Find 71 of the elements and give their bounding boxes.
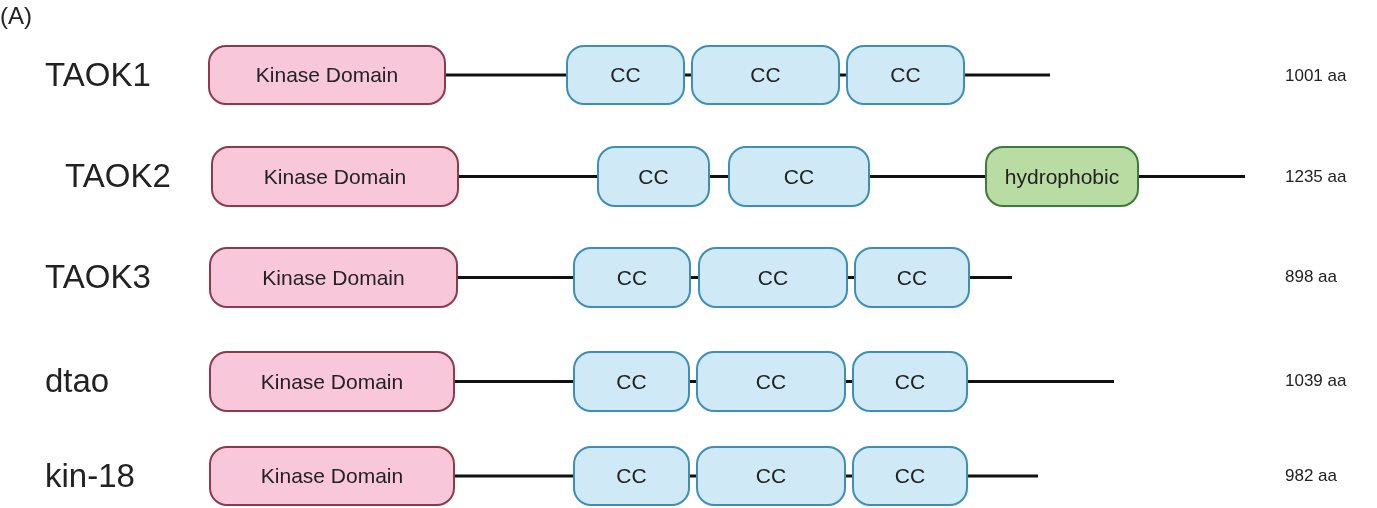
linker-line bbox=[840, 73, 846, 77]
linker-line bbox=[848, 276, 854, 279]
domain-label: CC bbox=[890, 63, 921, 87]
kinase-domain-box bbox=[211, 146, 459, 207]
domain-label: CC bbox=[610, 63, 641, 87]
coiled-coil-box bbox=[573, 247, 691, 308]
linker-line bbox=[1139, 175, 1245, 178]
linker-line bbox=[968, 474, 1038, 478]
linker-line bbox=[459, 175, 597, 178]
coiled-coil-box bbox=[691, 45, 840, 105]
linker-line bbox=[965, 73, 1050, 77]
domain-label: Kinase Domain bbox=[262, 265, 405, 290]
panel-label: (A) bbox=[0, 2, 32, 30]
linker-line bbox=[446, 73, 566, 77]
protein-name: kin-18 bbox=[45, 457, 135, 495]
coiled-coil-box bbox=[852, 446, 968, 506]
coiled-coil-box bbox=[696, 351, 846, 412]
protein-name: TAOK3 bbox=[45, 258, 151, 296]
domain-label: CC bbox=[894, 464, 926, 488]
domain-label: CC bbox=[755, 369, 787, 394]
coiled-coil-box bbox=[573, 446, 690, 506]
protein-name: TAOK2 bbox=[65, 157, 171, 195]
linker-line bbox=[458, 276, 573, 279]
linker-line bbox=[846, 380, 852, 383]
length-label: 898 aa bbox=[1285, 267, 1337, 287]
coiled-coil-box bbox=[852, 351, 968, 412]
domain-label: Kinase Domain bbox=[260, 464, 404, 488]
domain-label: CC bbox=[750, 63, 781, 87]
linker-line bbox=[455, 380, 573, 383]
domain-label: CC bbox=[616, 369, 647, 394]
coiled-coil-box bbox=[597, 146, 710, 207]
linker-line bbox=[970, 276, 1012, 279]
coiled-coil-box bbox=[854, 247, 970, 308]
linker-line bbox=[846, 474, 852, 478]
coiled-coil-box bbox=[566, 45, 685, 105]
kinase-domain-box bbox=[208, 45, 446, 105]
domain-label: CC bbox=[638, 164, 669, 189]
length-label: 1001 aa bbox=[1285, 66, 1347, 86]
linker-line bbox=[685, 73, 691, 77]
coiled-coil-box bbox=[696, 446, 846, 506]
kinase-domain-box bbox=[209, 446, 455, 506]
domain-label: CC bbox=[616, 265, 648, 290]
linker-line bbox=[690, 380, 696, 383]
linker-line bbox=[690, 474, 696, 478]
domain-label: CC bbox=[894, 369, 926, 394]
linker-line bbox=[710, 175, 728, 178]
coiled-coil-box bbox=[846, 45, 965, 105]
length-label: 982 aa bbox=[1285, 466, 1337, 486]
domain-label: Kinase Domain bbox=[255, 63, 399, 87]
length-label: 1235 aa bbox=[1285, 167, 1347, 187]
coiled-coil-box bbox=[573, 351, 690, 412]
protein-name: TAOK1 bbox=[45, 56, 151, 94]
length-label: 1039 aa bbox=[1285, 371, 1347, 391]
kinase-domain-box bbox=[209, 351, 455, 412]
linker-line bbox=[968, 380, 1114, 383]
protein-name: dtao bbox=[45, 362, 110, 400]
linker-line bbox=[870, 175, 985, 178]
domain-label: CC bbox=[616, 464, 647, 488]
linker-line bbox=[455, 474, 573, 478]
domain-label: Kinase Domain bbox=[263, 164, 407, 189]
domain-label: CC bbox=[896, 265, 928, 290]
domain-label: CC bbox=[783, 164, 815, 189]
domain-label: CC bbox=[757, 265, 789, 290]
kinase-domain-box bbox=[209, 247, 458, 308]
linker-line bbox=[691, 276, 698, 279]
hydrophobic-domain-box bbox=[985, 146, 1139, 207]
domain-label: CC bbox=[755, 464, 787, 488]
domain-label: Kinase Domain bbox=[260, 369, 404, 394]
domain-label: hydrophobic bbox=[1004, 164, 1120, 189]
coiled-coil-box bbox=[698, 247, 848, 308]
coiled-coil-box bbox=[728, 146, 870, 207]
